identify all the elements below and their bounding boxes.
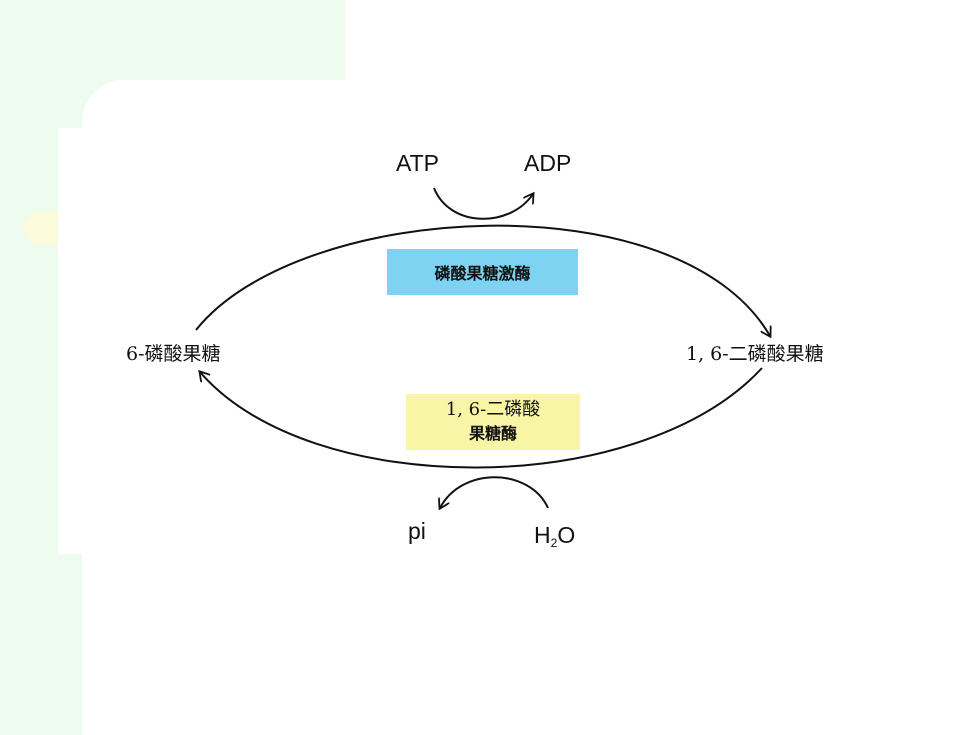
kinase-enzyme-text: 磷酸果糖激酶 xyxy=(434,264,531,283)
diagram-panel xyxy=(58,128,890,554)
atp-adp-arc xyxy=(433,187,533,220)
right-metabolite-label: 1, 6-二磷酸果糖 xyxy=(686,343,824,365)
phosphatase-enzyme-line1: 1, 6-二磷酸 xyxy=(445,399,541,420)
water-label-sub: 2 xyxy=(550,536,558,550)
phosphatase-enzyme-label: 1, 6-二磷酸 果糖酶 xyxy=(406,394,580,450)
reverse-reaction-arc xyxy=(200,367,763,469)
water-label-h: H xyxy=(534,522,551,548)
pi-label: pi xyxy=(408,518,426,544)
forward-reaction-arc xyxy=(195,224,770,336)
water-label: H2O xyxy=(534,522,575,550)
phosphatase-enzyme-line2: 果糖酶 xyxy=(468,424,517,443)
phosphatase-box-bg xyxy=(406,394,580,450)
kinase-box-bg xyxy=(387,249,578,295)
kinase-enzyme-label: 磷酸果糖激酶 xyxy=(387,249,578,295)
left-metabolite-label: 6-磷酸果糖 xyxy=(126,343,221,365)
water-pi-arc xyxy=(440,476,549,508)
water-label-o: O xyxy=(557,522,576,548)
adp-label: ADP xyxy=(524,150,572,176)
atp-label: ATP xyxy=(396,150,440,176)
